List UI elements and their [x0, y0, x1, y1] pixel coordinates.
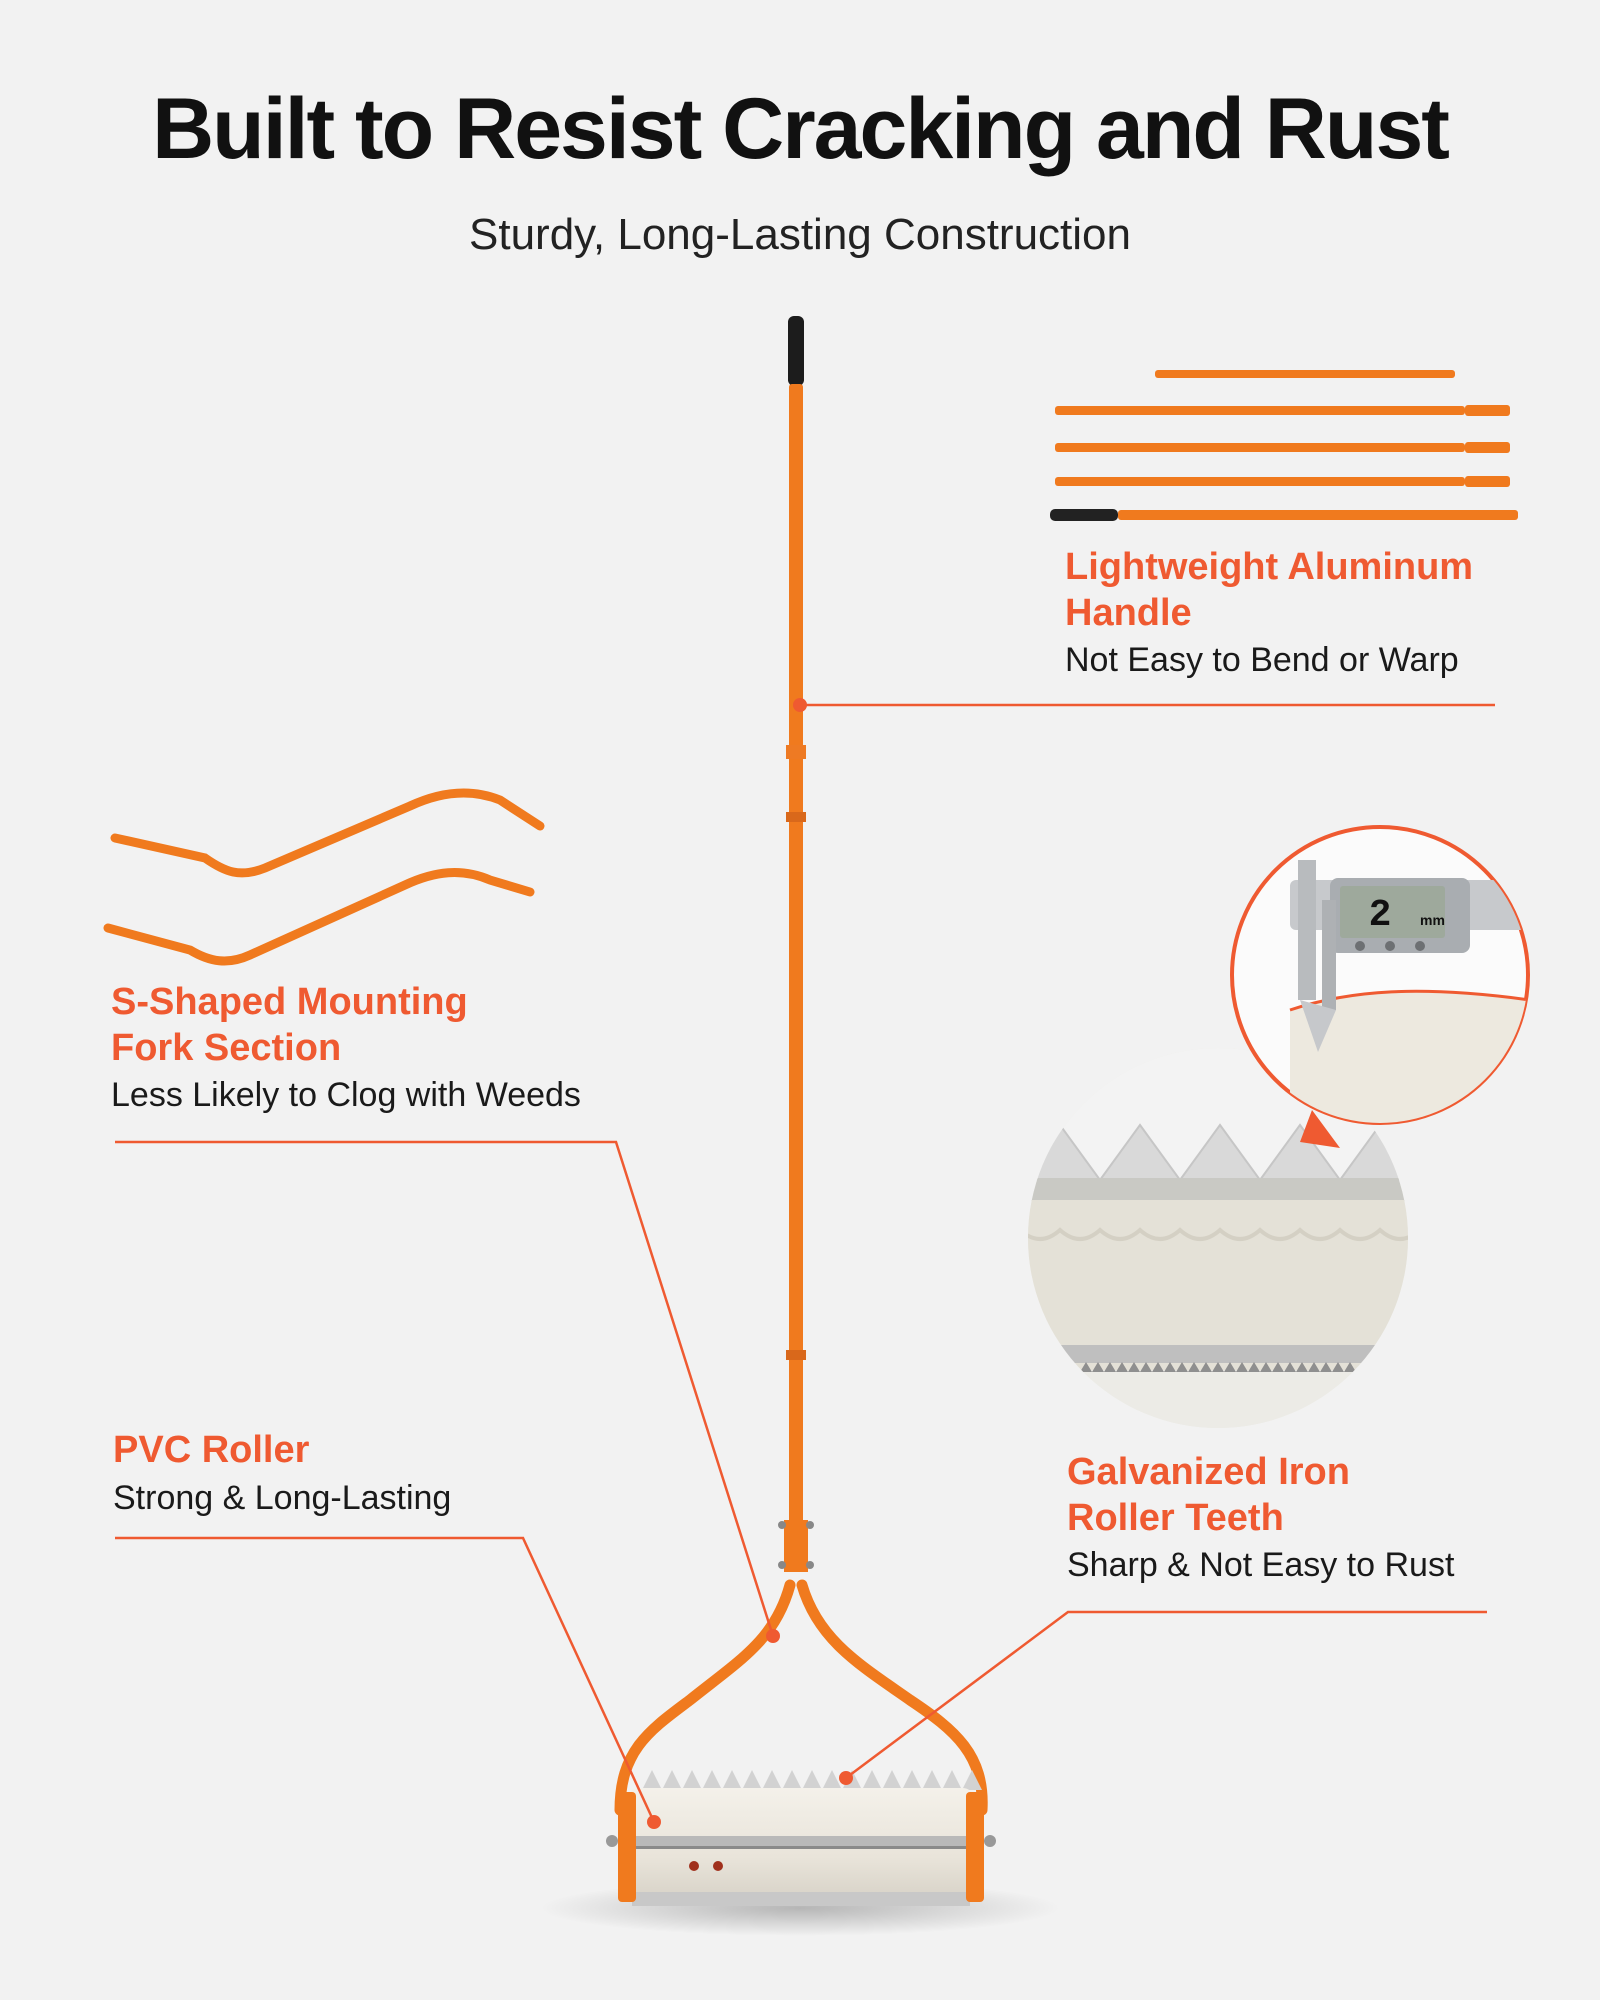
handle-feature-label: Lightweight Aluminum Handle Not Easy to … — [1065, 545, 1473, 681]
fork-feature-title-line1: S-Shaped Mounting — [111, 981, 468, 1023]
fork-feature-title-line2: Fork Section — [111, 1026, 342, 1069]
handle-feature-title-line1: Lightweight Aluminum — [1065, 546, 1474, 588]
roller-feature-title: PVC Roller — [113, 1429, 310, 1471]
teeth-feature-label: Galvanized Iron Roller Teeth Sharp & Not… — [1067, 1450, 1454, 1586]
teeth-feature-title-line2: Roller Teeth — [1067, 1496, 1284, 1539]
handle-pole — [778, 316, 814, 1572]
fork-parts — [103, 788, 545, 966]
callout-dots — [647, 698, 853, 1829]
handle-feature-description: Not Easy to Bend or Warp — [1065, 641, 1459, 680]
caliper-reading: 2 — [1369, 894, 1392, 937]
roller-feature-description: Strong & Long-Lasting — [113, 1478, 452, 1517]
fork-feature-label: S-Shaped Mounting Fork Section Less Like… — [111, 980, 581, 1116]
caliper-zoom-circle: 2 mm — [1230, 825, 1530, 1148]
handle-feature-title-line2: Handle — [1065, 591, 1192, 634]
teeth-feature-description: Sharp & Not Easy to Rust — [1067, 1546, 1455, 1585]
caliper-unit: mm — [1420, 912, 1445, 928]
page-subtitle: Sturdy, Long-Lasting Construction — [469, 210, 1131, 259]
spike-roller — [606, 1770, 996, 1906]
teeth-feature-title-line1: Galvanized Iron — [1067, 1451, 1350, 1493]
callout-lines — [115, 703, 1495, 1823]
handle-parts — [1050, 370, 1518, 521]
roller-feature-label: PVC Roller Strong & Long-Lasting — [113, 1428, 451, 1518]
page-title: Built to Resist Cracking and Rust — [152, 81, 1450, 177]
fork-feature-description: Less Likely to Clog with Weeds — [111, 1076, 581, 1115]
